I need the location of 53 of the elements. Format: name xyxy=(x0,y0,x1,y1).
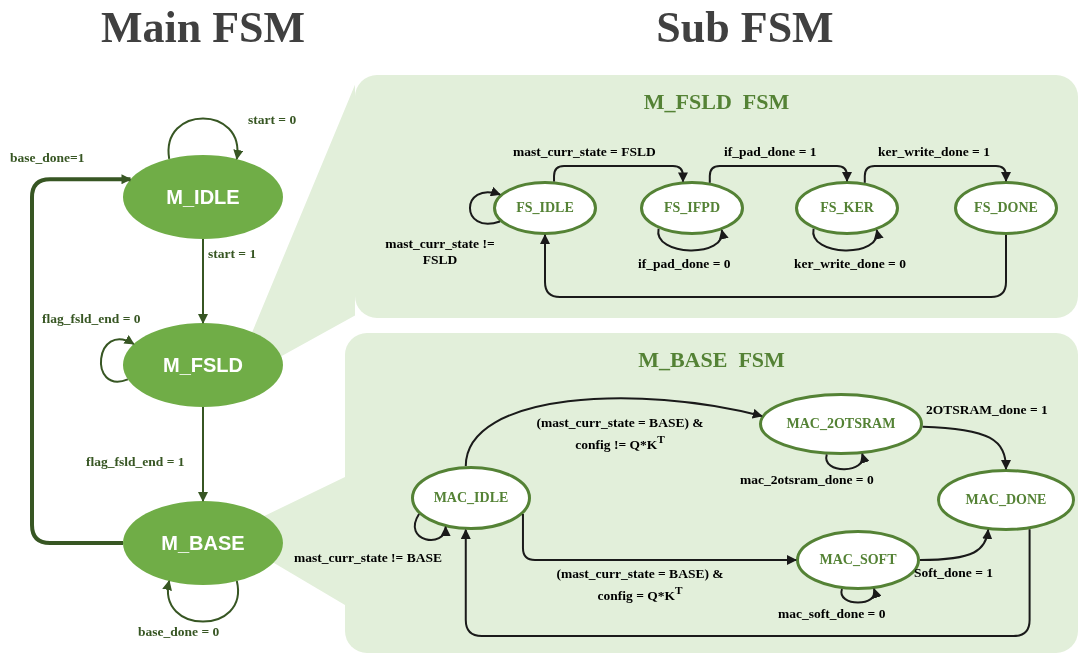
transition-arrow xyxy=(521,513,797,565)
transition-arrow xyxy=(468,187,501,225)
state-label: FS_DONE xyxy=(974,200,1038,216)
state-label: M_BASE xyxy=(161,531,245,555)
edge-label: base_done = 0 xyxy=(138,624,220,640)
transition-arrow xyxy=(863,165,1011,184)
transition-arrow xyxy=(919,528,992,561)
edge-label: if_pad_done = 0 xyxy=(638,256,731,272)
edge-label: ker_write_done = 0 xyxy=(794,256,906,272)
state-label: MAC_DONE xyxy=(965,492,1047,508)
transition-arrow xyxy=(198,406,208,502)
transition-arrow xyxy=(167,117,243,160)
section-title: Sub FSM xyxy=(656,2,834,53)
transition-arrow xyxy=(464,397,763,468)
state-label: MAC_IDLE xyxy=(433,490,509,506)
state-label: MAC_SOFT xyxy=(819,552,897,568)
edge-label: mac_2otsram_done = 0 xyxy=(740,472,874,488)
transition-arrow xyxy=(100,335,135,383)
state-label: M_FSLD xyxy=(163,353,243,377)
edge-label: 2OTSRAM_done = 1 xyxy=(926,402,1048,418)
transition-arrow xyxy=(657,227,727,252)
edge-label: flag_fsld_end = 0 xyxy=(42,311,141,327)
edge-label: mast_curr_state != FSLD xyxy=(384,236,496,268)
edge-label: start = 0 xyxy=(248,112,297,128)
state-label: M_IDLE xyxy=(166,185,240,209)
transition-arrow xyxy=(540,234,1007,298)
panel-heading: M_FSLD FSM xyxy=(642,89,791,115)
transition-arrow xyxy=(198,238,208,324)
panel-heading: M_BASE FSM xyxy=(637,347,786,373)
edge-label: flag_fsld_end = 1 xyxy=(86,454,185,470)
transition-arrow xyxy=(921,425,1011,470)
transition-arrow xyxy=(413,513,449,541)
section-title: Main FSM xyxy=(100,2,306,53)
transition-arrow xyxy=(825,452,869,471)
edge-label: base_done=1 xyxy=(10,150,85,166)
transition-arrow xyxy=(812,227,882,252)
state-label: FS_IFPD xyxy=(664,200,720,216)
state-label: MAC_2OTSRAM xyxy=(786,416,896,432)
edge-label: (mast_curr_state = BASE) & config != Q*K$^{T}$ xyxy=(535,415,705,453)
edge-label: if_pad_done = 1 xyxy=(724,144,817,160)
edge-label: mac_soft_done = 0 xyxy=(778,606,886,622)
edge-label: mast_curr_state != BASE xyxy=(294,550,442,566)
edge-label: Soft_done = 1 xyxy=(914,565,993,581)
transition-arrow xyxy=(840,588,881,604)
edge-label: ker_write_done = 1 xyxy=(878,144,990,160)
state-label: FS_KER xyxy=(820,200,874,216)
transition-arrow xyxy=(460,528,1031,637)
transition-arrow xyxy=(30,174,132,545)
transition-arrow xyxy=(163,580,239,623)
edge-label: mast_curr_state = FSLD xyxy=(513,144,656,160)
edge-label: (mast_curr_state = BASE) & config = Q*K$^{T}$ xyxy=(555,566,725,604)
edge-label: start = 1 xyxy=(208,246,257,262)
state-label: FS_IDLE xyxy=(516,200,574,216)
